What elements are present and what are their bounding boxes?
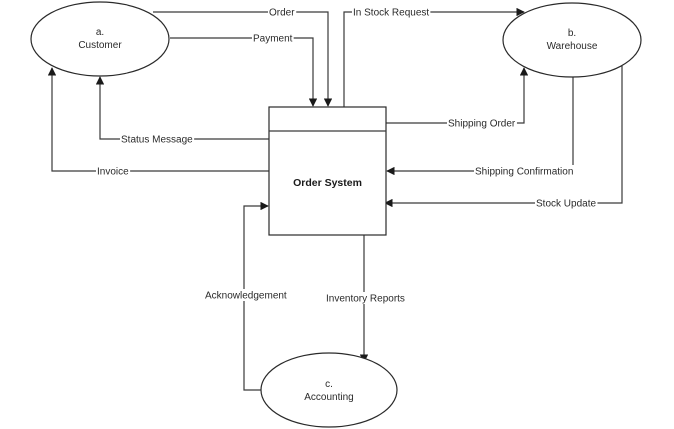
entity-customer[interactable]: a. Customer xyxy=(30,1,170,77)
flow-labels: Order Payment In Stock Request Status Me… xyxy=(96,6,598,305)
entity-customer-name: Customer xyxy=(78,40,122,51)
flow-label-inventory-reports: Inventory Reports xyxy=(326,294,405,305)
flow-order-line xyxy=(153,11,333,107)
flow-label-shipping-order: Shipping Order xyxy=(448,119,516,130)
process-label: Order System xyxy=(293,177,362,189)
entity-customer-id: a. xyxy=(96,27,104,38)
entity-warehouse-id: b. xyxy=(568,28,576,39)
flow-label-stock-update: Stock Update xyxy=(536,199,596,210)
flow-shipping-order-line xyxy=(386,67,529,124)
flow-in-stock-request-line xyxy=(343,7,525,107)
entity-accounting-name: Accounting xyxy=(304,392,353,403)
entity-warehouse[interactable]: b. Warehouse xyxy=(502,2,642,78)
entity-accounting-shape xyxy=(260,352,398,428)
flow-label-invoice: Invoice xyxy=(97,167,129,178)
flow-label-shipping-confirmation: Shipping Confirmation xyxy=(475,167,573,178)
flow-label-status-message: Status Message xyxy=(121,135,193,146)
entity-customer-shape xyxy=(30,1,170,77)
flow-payment-line xyxy=(170,37,318,107)
entity-accounting-id: c. xyxy=(325,379,333,390)
flow-stock-update-line xyxy=(384,66,623,208)
flow-label-acknowledgement: Acknowledgement xyxy=(205,291,287,302)
entity-warehouse-shape xyxy=(502,2,642,78)
flow-label-payment: Payment xyxy=(253,34,293,45)
process-order-system[interactable]: Order System xyxy=(268,106,387,236)
entity-accounting[interactable]: c. Accounting xyxy=(260,352,398,428)
process-box xyxy=(268,106,387,236)
entity-warehouse-name: Warehouse xyxy=(547,41,598,52)
flow-invoice-line xyxy=(47,67,269,172)
flow-label-order: Order xyxy=(269,8,295,19)
flow-label-in-stock-request: In Stock Request xyxy=(353,8,429,19)
flow-status-message-line xyxy=(95,76,269,140)
